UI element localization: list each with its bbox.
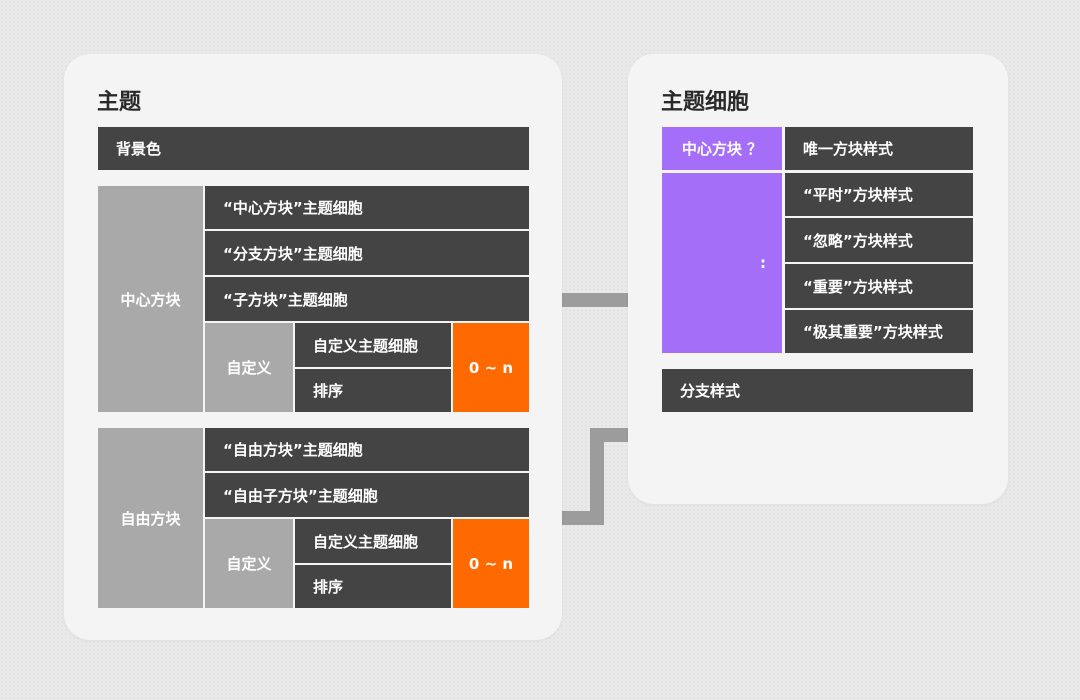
- style-ignore: “忽略”方块样式: [785, 218, 973, 262]
- central-connector-horizontal: [550, 293, 630, 307]
- central-block-header: 中心方块 ？: [662, 127, 782, 170]
- central-block-styles-column: :: [662, 173, 782, 353]
- style-important: “重要”方块样式: [785, 264, 973, 308]
- free-custom-label: 自定义: [205, 519, 293, 608]
- free-connector-horizontal-high: [590, 428, 630, 442]
- free-range-badge: 0 ~ n: [453, 519, 529, 608]
- free-row-free-cell: “自由方块”主题细胞: [205, 428, 529, 471]
- free-block-label: 自由方块: [98, 428, 203, 608]
- free-row-free-sub-cell: “自由子方块”主题细胞: [205, 473, 529, 517]
- free-connector-riser: [590, 428, 604, 525]
- free-sort-item: 排序: [295, 565, 451, 608]
- central-row-sub-cell: “子方块”主题细胞: [205, 277, 529, 321]
- central-row-central-cell: “中心方块”主题细胞: [205, 186, 529, 229]
- central-block-label: 中心方块: [98, 186, 203, 412]
- central-custom-cell-item: 自定义主题细胞: [295, 323, 451, 367]
- unique-block-style: 唯一方块样式: [785, 127, 973, 170]
- branch-style: 分支样式: [662, 369, 973, 412]
- central-row-branch-cell: “分支方块”主题细胞: [205, 231, 529, 275]
- central-range-badge: 0 ~ n: [453, 323, 529, 412]
- free-custom-cell-item: 自定义主题细胞: [295, 519, 451, 563]
- theme-cell-title: 主题细胞: [661, 90, 750, 115]
- central-sort-item: 排序: [295, 369, 451, 412]
- central-custom-label: 自定义: [205, 323, 293, 412]
- theme-title: 主题: [97, 90, 142, 115]
- background-color-box: 背景色: [98, 127, 529, 170]
- style-normal: “平时”方块样式: [785, 173, 973, 216]
- free-connector-horizontal-low: [550, 511, 600, 525]
- style-very-important: “极其重要”方块样式: [785, 310, 973, 353]
